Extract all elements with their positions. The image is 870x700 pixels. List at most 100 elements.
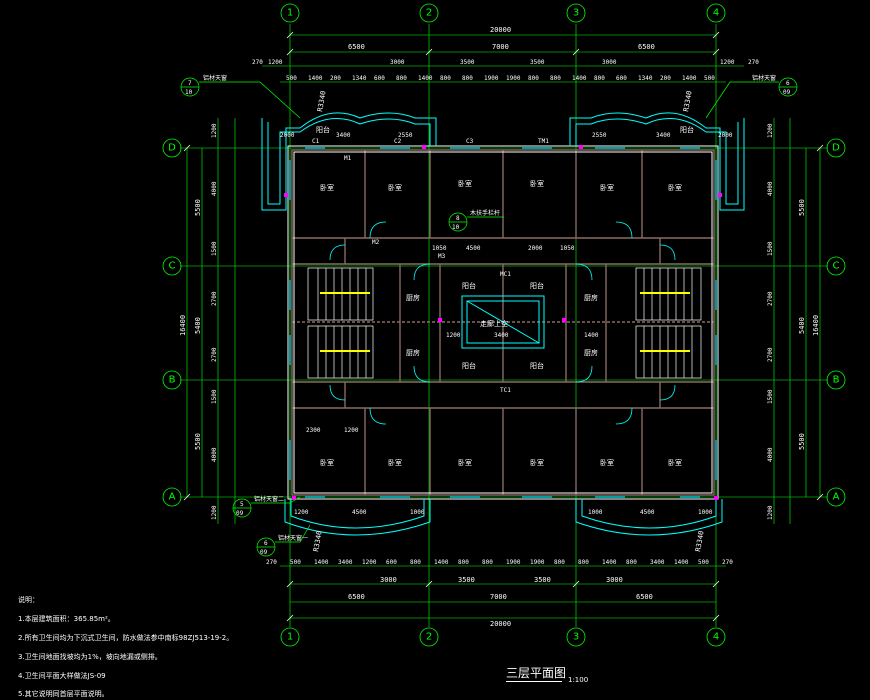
- dim-bottom-r4-15: 800: [626, 559, 637, 566]
- idim-1: 3400: [336, 132, 351, 139]
- axis-label-3-top: 3: [573, 8, 579, 19]
- dim-top-r3-7: 270: [748, 59, 759, 66]
- dim-top-r4-12: 800: [550, 75, 561, 82]
- dim-right-r3-0: 1200: [767, 123, 774, 138]
- dim-top-r4-7: 800: [440, 75, 451, 82]
- code-tc1: TC1: [500, 387, 511, 394]
- axis-label-4-bottom: 4: [713, 632, 719, 643]
- axis-label-2-top: 2: [426, 8, 432, 19]
- room-labels: 阳台 阳台 卧室 卧室 卧室 卧室 卧室 卧室 卧室 卧室 卧室 卧室 卧室 卧…: [316, 125, 694, 467]
- callout-num-1: 7: [188, 80, 192, 87]
- dim-left-r3-7: 1200: [211, 505, 218, 520]
- code-c3: C3: [466, 138, 474, 145]
- room-balcony-m1: 阳台: [462, 281, 476, 290]
- idim-14: 1200: [344, 427, 359, 434]
- dim-top-a: 6500: [348, 43, 365, 51]
- dim-bottom-c: 6500: [636, 593, 653, 601]
- dim-bottom-r3-2: 3500: [534, 576, 551, 584]
- room-bedroom-11: 卧室: [600, 458, 614, 467]
- room-kitchen-4: 厨房: [584, 348, 598, 357]
- dim-bottom-r3-1: 3500: [458, 576, 475, 584]
- interior-dimension-labels: 2000 3400 2550 2550 3400 2000 1050 4500 …: [280, 132, 733, 516]
- note-item-5: 5.其它说明同首层平面说明。: [18, 690, 109, 698]
- axis-label-C-right: C: [833, 261, 840, 272]
- radius-br: R3340: [694, 530, 706, 552]
- axis-label-B-right: B: [833, 375, 840, 386]
- dim-left-r3-3: 2700: [211, 291, 218, 306]
- dim-top-r3-3: 3500: [460, 59, 475, 66]
- windows: [289, 147, 717, 498]
- dim-bottom-r4-14: 1400: [602, 559, 617, 566]
- callout-sheet-4: 09: [236, 510, 244, 517]
- dimension-lines: [186, 34, 821, 619]
- dim-bottom-a: 6500: [348, 593, 365, 601]
- door-swings: [329, 221, 676, 425]
- room-bedroom-12: 卧室: [668, 458, 682, 467]
- dim-left-r3-1: 4000: [211, 181, 218, 196]
- idim-16: 4500: [352, 509, 367, 516]
- code-m3: M3: [438, 253, 446, 260]
- notes-heading: 说明：: [18, 596, 39, 604]
- code-m1: M1: [344, 155, 352, 162]
- room-bedroom-1: 卧室: [320, 183, 334, 192]
- axis-labels: 1 2 3 4 1 2 3 4 D C B A D C B A: [168, 8, 840, 643]
- callout-text-1: 铝材天窗: [203, 74, 227, 82]
- dim-bottom-r4-11: 1900: [530, 559, 545, 566]
- callout-num-2: 6: [786, 80, 790, 87]
- room-balcony-tl: 阳台: [316, 125, 330, 134]
- drawing-scale: 1:100: [568, 676, 589, 684]
- dim-left-r3-5: 1500: [211, 389, 218, 404]
- dim-bottom-b: 7000: [490, 593, 507, 601]
- code-c1: C1: [312, 138, 320, 145]
- room-kitchen-2: 厨房: [584, 293, 598, 302]
- dim-bottom-r4-12: 800: [554, 559, 565, 566]
- dim-right-total: 16400: [812, 315, 820, 336]
- dim-top-r4-18: 1400: [682, 75, 697, 82]
- dim-bottom-r4-13: 800: [578, 559, 589, 566]
- dim-left-r3-2: 1500: [211, 241, 218, 256]
- idim-10: 1200: [446, 332, 461, 339]
- dim-left-a: 5500: [194, 199, 202, 216]
- room-balcony-m4: 阳台: [530, 361, 544, 370]
- dim-bottom-r4-8: 800: [458, 559, 469, 566]
- dim-bottom-r4-1: 500: [290, 559, 301, 566]
- dim-top-c: 6500: [638, 43, 655, 51]
- exterior-walls: [287, 145, 719, 500]
- callout-sheet-5: 09: [260, 549, 268, 556]
- dim-right-r3-7: 1200: [767, 505, 774, 520]
- dim-bottom-total: 20000: [490, 620, 511, 628]
- interior-walls: [291, 149, 715, 496]
- dim-bottom-r4-19: 270: [722, 559, 733, 566]
- code-tm1: TM1: [538, 138, 549, 145]
- callout-num-4: 5: [240, 501, 244, 508]
- idim-5: 2000: [718, 132, 733, 139]
- radius-labels: R3340 R3340 R3340 R3340: [312, 90, 706, 552]
- dim-right-r3-4: 2700: [767, 347, 774, 362]
- dim-left-b: 5400: [194, 317, 202, 334]
- idim-13: 2300: [306, 427, 321, 434]
- idim-8: 2000: [528, 245, 543, 252]
- dim-bottom-r4-9: 800: [482, 559, 493, 566]
- dim-bottom-r3-0: 3000: [380, 576, 397, 584]
- axis-label-A-left: A: [169, 492, 176, 503]
- balconies: [261, 112, 745, 536]
- room-bedroom-10: 卧室: [530, 458, 544, 467]
- idim-4: 3400: [656, 132, 671, 139]
- code-m2: M2: [372, 239, 380, 246]
- dim-bottom-r4-17: 1400: [674, 559, 689, 566]
- dim-bottom-r4-4: 1200: [362, 559, 377, 566]
- dim-top-r4-3: 1340: [352, 75, 367, 82]
- axis-label-B-left: B: [169, 375, 176, 386]
- dimension-ticks: [183, 31, 824, 622]
- dim-top-r4-6: 1400: [418, 75, 433, 82]
- markers: [284, 145, 722, 500]
- callout-text-4: 铝材天窗二: [254, 495, 284, 503]
- code-c2: C2: [394, 138, 402, 145]
- dim-top-r4-16: 1340: [638, 75, 653, 82]
- drawing-title: 三层平面图: [506, 666, 567, 680]
- code-labels: C1 C2 C3 M1 M2 M3 MC1 TC1 TM1: [312, 138, 549, 394]
- dim-right-r3-3: 2700: [767, 291, 774, 306]
- dim-bottom-r4-18: 500: [698, 559, 709, 566]
- axis-label-A-right: A: [833, 492, 840, 503]
